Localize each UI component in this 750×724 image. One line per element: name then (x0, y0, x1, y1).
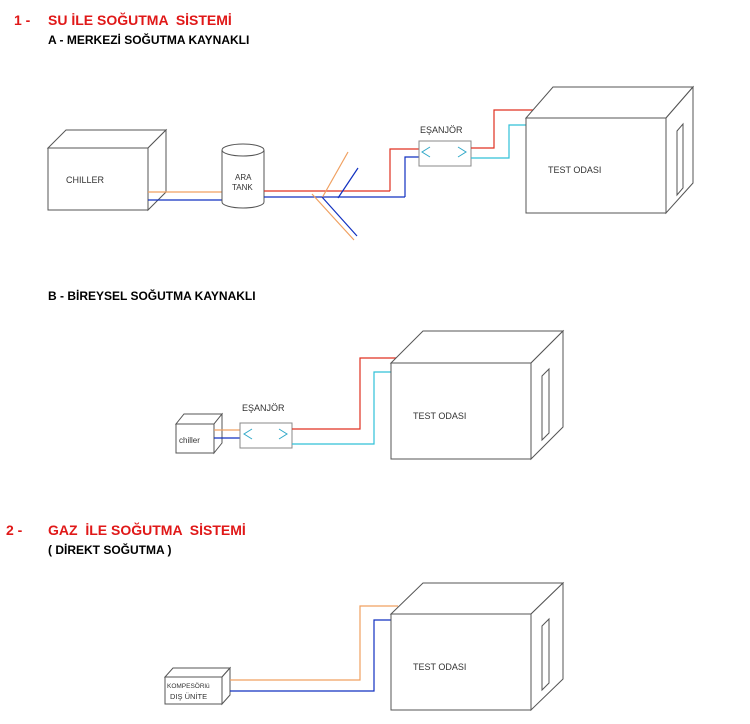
cold-pipe-to-test-odasi-a (471, 124, 533, 159)
section-2-subtitle: ( DİREKT SOĞUTMA ) (48, 543, 172, 557)
chiller-unit-a: CHILLER (46, 128, 168, 212)
cold-pipe-to-test-odasi-b (292, 371, 398, 445)
test-odasi-a: TEST ODASI (524, 85, 695, 215)
ara-tank: ARA TANK (221, 143, 265, 209)
section-1a-title: A - MERKEZİ SOĞUTMA KAYNAKLI (48, 33, 250, 47)
hot-branch-down (311, 193, 355, 241)
chiller-unit-b: chiller (174, 412, 224, 455)
ara-tank-label-1: ARA (235, 173, 252, 182)
hot-pipe-to-esanjor-a (389, 148, 420, 191)
kompresor-label-2: DIŞ ÜNİTE (170, 692, 207, 701)
kompresor-dis-unite: KOMPESÖRlü DIŞ ÜNİTE (163, 666, 232, 706)
esanjor-b-label: EŞANJÖR (242, 403, 285, 413)
hot-pipe-to-test-odasi-a (471, 109, 533, 149)
test-odasi-c-label: TEST ODASI (413, 662, 466, 672)
hot-branch-up (321, 151, 349, 199)
hot-pipe-to-test-odasi-b (292, 357, 398, 430)
esanjor-a-label: EŞANJÖR (420, 125, 463, 135)
section-2-number: 2 - (6, 522, 23, 538)
section-1b-title: B - BİREYSEL SOĞUTMA KAYNAKLI (48, 289, 256, 303)
test-odasi-b: TEST ODASI (389, 329, 565, 461)
hot-gas-pipe (230, 605, 398, 681)
cold-pipe-to-esanjor-a (404, 156, 420, 197)
cold-branch-up (337, 167, 359, 199)
esanjor-b: EŞANJÖR (239, 403, 293, 449)
kompresor-label-1: KOMPESÖRlü (167, 682, 210, 690)
section-1-number: 1 - (14, 12, 31, 28)
chiller-b-label: chiller (179, 436, 200, 445)
chiller-a-label: CHILLER (66, 175, 105, 185)
section-2-title: GAZ İLE SOĞUTMA SİSTEMİ (48, 522, 246, 538)
test-odasi-a-label: TEST ODASI (548, 165, 601, 175)
test-odasi-b-label: TEST ODASI (413, 411, 466, 421)
test-odasi-c: TEST ODASI (389, 581, 565, 712)
cold-branch-down (321, 196, 358, 237)
cold-gas-pipe (230, 619, 398, 692)
esanjor-a: EŞANJÖR (418, 125, 472, 167)
section-1-title: SU İLE SOĞUTMA SİSTEMİ (48, 12, 232, 28)
ara-tank-label-2: TANK (232, 183, 253, 192)
